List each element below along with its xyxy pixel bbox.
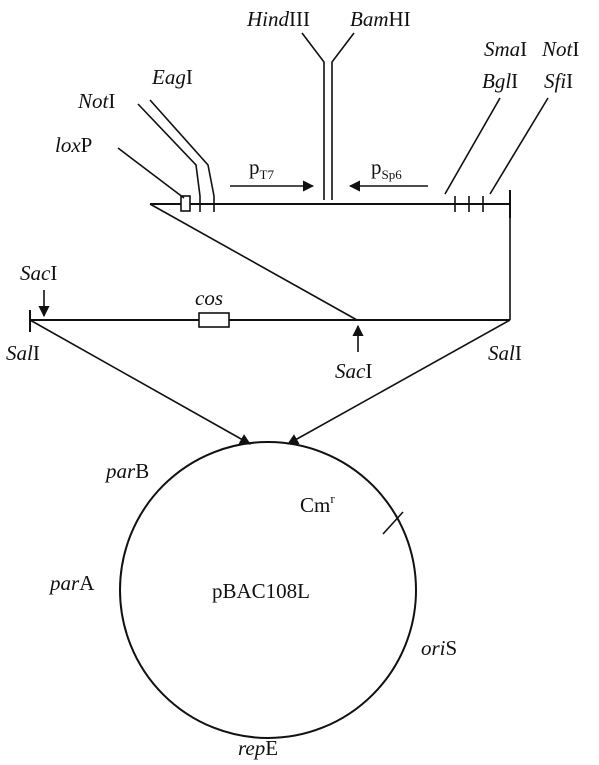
plasmid-circle bbox=[119, 441, 417, 739]
repE-label: repE bbox=[238, 736, 278, 760]
eagI-pointer bbox=[149, 99, 215, 197]
notI-left-label: NotI bbox=[77, 89, 115, 113]
notI-right-label: NotI bbox=[541, 37, 579, 61]
hindIII-pointer bbox=[301, 32, 325, 200]
converge-line-left bbox=[29, 319, 251, 445]
cm-marker-tick bbox=[382, 511, 404, 535]
parA-label: parA bbox=[48, 571, 95, 595]
cos-box bbox=[198, 312, 230, 328]
bamHI-label: BamHI bbox=[350, 7, 411, 31]
notI-left-pointer bbox=[137, 103, 201, 197]
eagI-label: EagI bbox=[151, 65, 193, 89]
converge-line-right bbox=[287, 319, 511, 445]
loxp-box bbox=[180, 195, 191, 212]
sacI-left-label: SacI bbox=[20, 261, 57, 285]
hindIII-label: HindIII bbox=[246, 7, 310, 31]
sfiI-label: SfiI bbox=[544, 69, 573, 93]
smaI-bglI-pointer bbox=[444, 97, 501, 195]
bamHI-pointer bbox=[331, 32, 355, 200]
loxp-pointer bbox=[117, 147, 185, 199]
oriS-label: oriS bbox=[421, 636, 457, 660]
smaI-label: SmaI bbox=[484, 37, 527, 61]
parB-label: parB bbox=[104, 459, 149, 483]
cmr-label: Cmr bbox=[300, 491, 335, 517]
cos-label: cos bbox=[195, 286, 223, 310]
salI-right-label: SalI bbox=[488, 341, 522, 365]
cos-segment bbox=[29, 310, 510, 332]
salI-left-label: SalI bbox=[6, 341, 40, 365]
sacI-mid-label: SacI bbox=[335, 359, 372, 383]
polylinker-segment bbox=[150, 190, 511, 218]
bglI-label: BglI bbox=[482, 69, 518, 93]
expansion-line-left bbox=[149, 203, 358, 321]
pSp6-label: pSp6 bbox=[371, 155, 402, 182]
pT7-label: pT7 bbox=[249, 155, 274, 182]
plasmid-name: pBAC108L bbox=[212, 579, 310, 603]
notI-sfiI-pointer bbox=[489, 97, 549, 195]
hindIII-bamHI-pointer bbox=[301, 32, 355, 200]
loxp-label: loxP bbox=[55, 133, 92, 157]
